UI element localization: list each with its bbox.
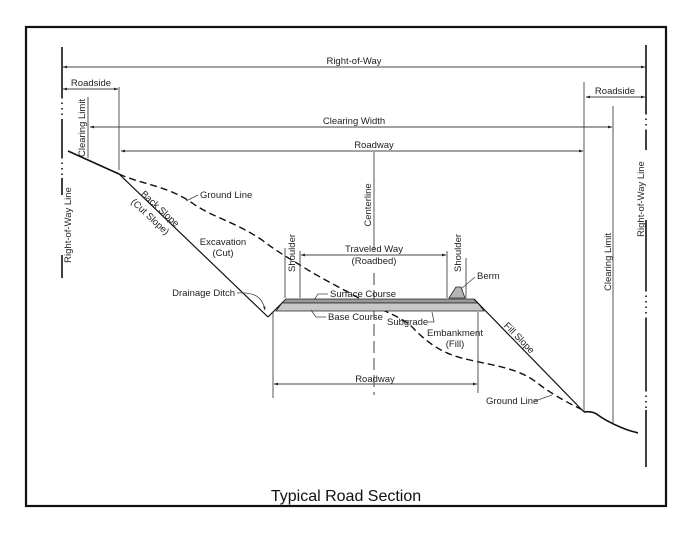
roadside-right-label: Roadside: [595, 86, 635, 97]
shoulder-right-label: Shoulder: [453, 234, 464, 272]
clearing-limit-right-label: Clearing Limit: [603, 233, 614, 291]
clearing-width-label: Clearing Width: [323, 116, 385, 127]
roadside-left-label: Roadside: [71, 78, 111, 89]
fill-slope-line: [473, 298, 585, 413]
berm: [448, 286, 466, 299]
diagram-title: Typical Road Section: [271, 488, 421, 505]
natural-ground-right: [583, 410, 639, 434]
berm-leader: [460, 276, 476, 290]
embankment-sub-label: (Fill): [446, 339, 464, 350]
excavation-sub-label: (Cut): [212, 248, 233, 259]
base-course-label: Base Course: [328, 312, 383, 323]
centerline-label: Centerline: [363, 183, 374, 226]
traveled-way-label: Traveled Way: [345, 244, 403, 255]
right-of-way-label: Right-of-Way: [326, 56, 381, 67]
base-course-leader: [310, 309, 326, 318]
drainage-ditch-label: Drainage Ditch: [172, 288, 235, 299]
surface-course-leader: [313, 293, 328, 301]
shoulder-left-label: Shoulder: [287, 234, 298, 272]
base-course: [275, 302, 485, 312]
subgrade-label: Subgrade: [387, 317, 428, 328]
traveled-way-sub-label: (Roadbed): [352, 256, 397, 267]
drainage-ditch-leader: [236, 292, 266, 311]
subgrade-leader: [428, 311, 435, 323]
ground-line-top-leader: [185, 194, 199, 202]
right-of-way-line-right-label: Right-of-Way Line: [636, 161, 647, 237]
ground-line-top-label: Ground Line: [200, 190, 252, 201]
roadway-top-label: Roadway: [354, 140, 394, 151]
right-of-way-line-left-label: Right-of-Way Line: [63, 187, 74, 263]
surface-course-label: Surface Course: [330, 289, 396, 300]
diagram-border: [24, 25, 668, 508]
roadway-bottom-label: Roadway: [355, 374, 395, 385]
berm-label: Berm: [477, 271, 500, 282]
ground-line-bottom-label: Ground Line: [486, 396, 538, 407]
fill-slope-label: Fill Slope: [501, 320, 536, 356]
natural-ground-left: [67, 150, 120, 175]
ground-line-bottom-leader: [534, 394, 553, 402]
embankment-label: Embankment: [427, 328, 483, 339]
excavation-label: Excavation: [200, 237, 246, 248]
clearing-limit-left-label: Clearing Limit: [77, 99, 88, 157]
